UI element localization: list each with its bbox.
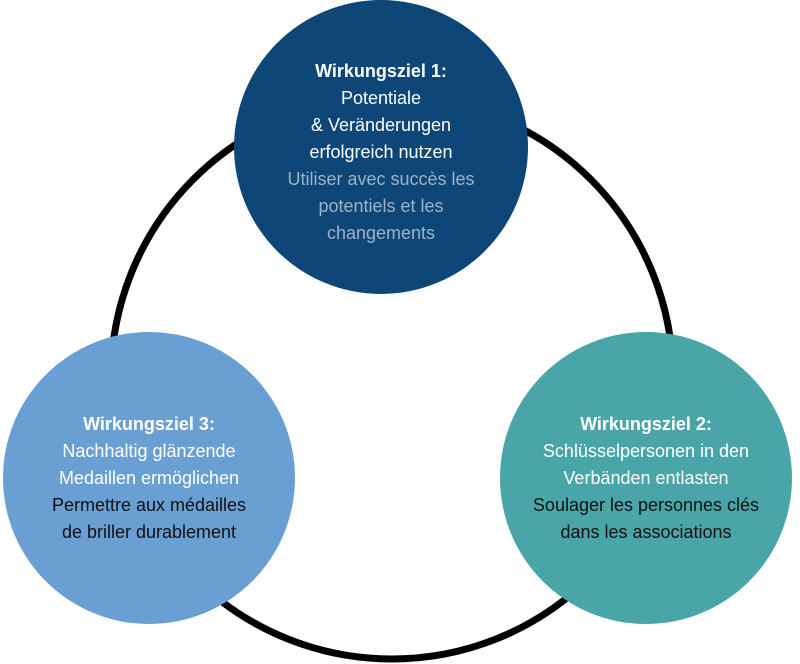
goal-2-fr-line-2: dans les associations [560, 521, 732, 542]
goal-1-de-line-3: erfolgreich nutzen [309, 141, 453, 162]
goal-3-de-line-2: Medaillen ermöglichen [58, 467, 240, 488]
goal-3-title: Wirkungsziel 3: [83, 413, 215, 434]
goal-1-de-line-2: & Veränderungen [310, 114, 452, 135]
goal-1-fr-line-1: Utiliser avec succès les [287, 168, 475, 189]
goal-1-title: Wirkungsziel 1: [315, 60, 447, 81]
goal-1-fr-line-3: changements [326, 222, 436, 243]
goal-1-circle: Wirkungsziel 1: Potentiale & Veränderung… [234, 0, 528, 294]
goal-2-circle: Wirkungsziel 2: Schlüsselpersonen in den… [500, 332, 792, 624]
goal-2-fr-line-1: Soulager les personnes clés [532, 494, 760, 515]
goal-3-de-line-1: Nachhaltig glänzende [62, 440, 236, 461]
goal-1-fr-line-2: potentiels et les [318, 195, 444, 216]
goal-2-title: Wirkungsziel 2: [580, 413, 712, 434]
goal-1-de-line-1: Potentiale [340, 87, 422, 108]
goal-2-de-line-1: Schlüsselpersonen in den [542, 440, 750, 461]
goal-3-circle: Wirkungsziel 3: Nachhaltig glänzende Med… [3, 332, 295, 624]
goal-3-fr-line-1: Permettre aux médailles [51, 494, 247, 515]
goal-3-fr-line-2: de briller durablement [61, 521, 237, 542]
goal-2-de-line-2: Verbänden entlasten [563, 467, 729, 488]
